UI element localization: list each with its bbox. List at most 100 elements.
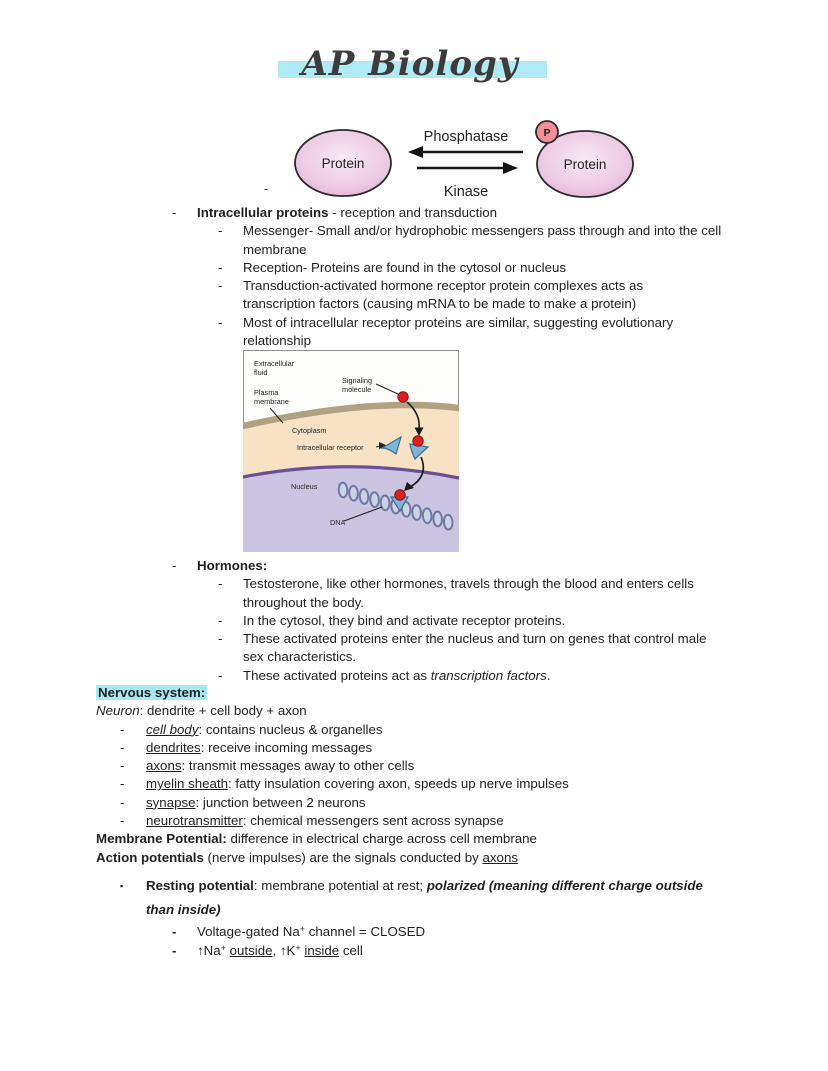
line-text: Most of intracellular receptor proteins … [243, 314, 674, 330]
note-line: -These activated proteins act as transcr… [96, 667, 828, 685]
receptor-bound [409, 443, 430, 460]
signaling-pointer [375, 383, 399, 395]
line-text: Intracellular proteins - reception and t… [197, 205, 498, 220]
line-text: Messenger- Small and/or hydrophobic mess… [243, 223, 722, 239]
note-line: - In the cytosol, they bind and activate … [96, 612, 828, 630]
note-line: - Most of intracellular receptor proteins… [96, 314, 828, 332]
phosphatase-arrow [408, 146, 523, 158]
line-text: cell body: contains nucleus & organelles [146, 721, 383, 737]
bullet-marker: - [120, 739, 125, 755]
bullet-marker: - [218, 223, 223, 239]
note-line: - myelin sheath: fatty insulation coverin… [96, 775, 828, 793]
bullet-marker: - [172, 558, 177, 573]
bullet-marker: - [120, 758, 125, 774]
receptor-pointer-arrowhead [379, 442, 387, 449]
line-text: throughout the body. [243, 594, 364, 610]
bullet-marker: - [218, 314, 223, 330]
bullet-marker: - [218, 576, 223, 592]
bullet-marker: - [120, 794, 125, 810]
note-line: relationship [96, 332, 828, 350]
note-line: -Reception- Proteins are found in the cy… [96, 259, 828, 277]
line-text: Resting potential: membrane potential at… [146, 877, 703, 893]
signaling-molecule-label: Signaling [342, 376, 372, 385]
line-text: ↑Na+ outside, ↑K+ inside cell [197, 943, 363, 959]
right-protein-label: Protein [564, 157, 607, 172]
note-line: - cell body: contains nucleus & organelle… [96, 721, 828, 739]
signaling-molecule-2 [412, 435, 424, 447]
intracellular-receptor-diagram: Extracellular fluid Plasma membrane Sign… [243, 350, 459, 552]
note-line: -neurotransmitter: chemical messengers s… [96, 812, 828, 830]
right-protein-ellipse [536, 130, 634, 198]
protein-phosphorylation-diagram: Protein Protein P Phosphatase Kinase [294, 120, 634, 200]
line-text: These activated proteins act as transcri… [243, 667, 551, 683]
kinase-label: Kinase [444, 184, 488, 200]
extracellular-fluid-label: Extracellular [254, 359, 295, 368]
stray-dash-mark: - [264, 181, 269, 196]
left-protein-ellipse [294, 129, 392, 197]
line-text: Neuron: dendrite + cell body + axon [96, 703, 307, 719]
note-line: - These activated proteins enter the nucl… [96, 630, 828, 648]
diagram-labels: Extracellular fluid Plasma membrane Sign… [254, 359, 372, 527]
line-text: sex characteristics. [243, 649, 357, 665]
bullet-marker: - [120, 776, 125, 792]
note-line: -axons: transmit messages away to other … [96, 757, 828, 775]
nucleus-border [243, 465, 459, 480]
note-line: - Hormones: [96, 557, 828, 575]
line-text: dendrites: receive incoming messages [146, 739, 373, 755]
note-line: Membrane Potential: difference in electr… [96, 830, 828, 848]
dna-label: DNA [330, 518, 346, 527]
note-line: throughout the body. [96, 594, 828, 612]
note-line: transcription factors (causing mRNA to b… [96, 295, 828, 313]
note-line: - synapse: junction between 2 neurons [96, 794, 828, 812]
line-text: myelin sheath: fatty insulation covering… [146, 776, 569, 792]
svg-text:fluid: fluid [254, 368, 267, 377]
note-line: Action potentials (nerve impulses) are t… [96, 849, 828, 867]
bullet-marker: - [172, 923, 177, 939]
line-text: Action potentials (nerve impulses) are t… [96, 849, 518, 865]
line-text: relationship [243, 333, 312, 349]
pointer-lines [269, 383, 399, 522]
bullet-marker: - [218, 259, 223, 275]
note-line: -Testosterone, like other hormones, trav… [96, 575, 828, 593]
line-text: In the cytosol, they bind and activate r… [243, 612, 566, 628]
line-text: than inside) [146, 902, 221, 918]
note-line: Nervous system: [96, 684, 828, 702]
notes-block-2: - Hormones: -Testosterone, like other horm… [96, 557, 828, 685]
note-line: Neuron: dendrite + cell body + axon [96, 702, 828, 720]
notes-block-3: Nervous system:Neuron: dendrite + cell b… [96, 684, 828, 962]
plasma-membrane-band [243, 401, 459, 430]
bullet-marker: - [120, 813, 125, 829]
signaling-molecule-3 [394, 489, 406, 501]
nucleus-label: Nucleus [291, 482, 318, 491]
note-line: membrane [96, 241, 828, 259]
bullet-marker: - [172, 205, 177, 220]
phosphate-circle [535, 120, 559, 144]
title-highlight-bar [278, 61, 547, 78]
bullet-marker: - [120, 721, 125, 737]
left-protein-label: Protein [322, 156, 365, 171]
kinase-arrow [417, 162, 518, 174]
bullet-marker: - [218, 631, 223, 647]
svg-text:molecule: molecule [342, 385, 371, 394]
receptor-left [379, 435, 402, 455]
line-text: Hormones: [197, 558, 268, 573]
bullet-marker: - [218, 612, 223, 628]
note-line: - Voltage-gated Na+ channel = CLOSED [96, 923, 828, 942]
phosphatase-label: Phosphatase [424, 129, 509, 145]
dna-pointer [343, 506, 383, 522]
note-line: - Intracellular proteins - reception and … [96, 204, 828, 222]
plasma-membrane-label: Plasma [254, 388, 279, 397]
line-text: transcription factors (causing mRNA to b… [243, 296, 637, 312]
signal-path-arrows [404, 401, 425, 491]
cytoplasm-label: Cytoplasm [292, 426, 326, 435]
line-text: Membrane Potential: difference in electr… [96, 831, 537, 847]
line-text: Voltage-gated Na+ channel = CLOSED [197, 923, 426, 939]
note-line: - Messenger- Small and/or hydrophobic mes… [96, 222, 828, 240]
phosphate-label: P [543, 127, 550, 139]
svg-text:membrane: membrane [254, 397, 289, 406]
line-text: membrane [243, 241, 307, 257]
bullet-marker: - [218, 278, 223, 294]
line-text: synapse: junction between 2 neurons [146, 794, 366, 810]
line-text: These activated proteins enter the nucle… [243, 631, 707, 647]
